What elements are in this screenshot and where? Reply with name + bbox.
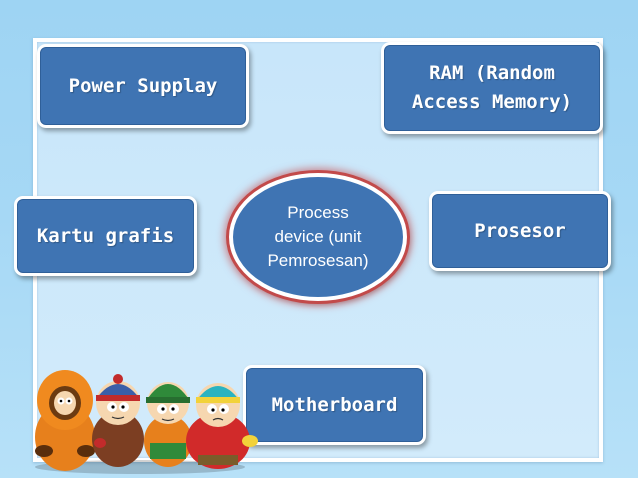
ram-label: RAM (Random Access Memory) xyxy=(411,62,573,113)
cartman-figure-icon xyxy=(186,383,258,469)
ram-box: RAM (Random Access Memory) xyxy=(381,42,603,134)
motherboard-box: Motherboard xyxy=(243,365,426,445)
graphics-card-label: Kartu grafis xyxy=(36,224,175,247)
motherboard-label: Motherboard xyxy=(271,393,398,416)
power-supply-label: Power Supplay xyxy=(68,74,218,97)
graphics-card-box: Kartu grafis xyxy=(14,196,197,276)
stan-figure-icon xyxy=(92,374,144,467)
kenny-figure-icon xyxy=(35,370,95,471)
process-device-label: Process device (unit Pemrosesan) xyxy=(267,203,369,270)
processor-label: Prosesor xyxy=(474,219,566,242)
processor-box: Prosesor xyxy=(429,191,611,271)
kyle-figure-icon xyxy=(144,382,192,467)
plush-characters-icon xyxy=(35,370,258,474)
process-device-ellipse: Process device (unit Pemrosesan) xyxy=(229,173,407,301)
power-supply-box: Power Supplay xyxy=(37,44,249,128)
